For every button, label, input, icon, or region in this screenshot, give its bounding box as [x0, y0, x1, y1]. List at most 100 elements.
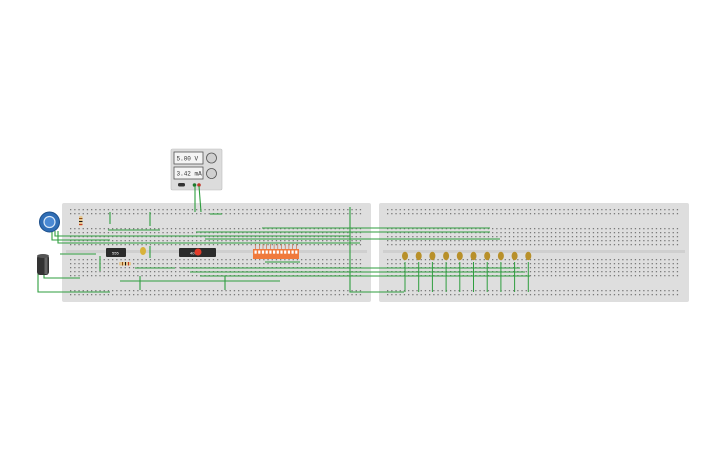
- breadboard-hole[interactable]: [466, 232, 469, 234]
- breadboard-hole[interactable]: [355, 213, 357, 215]
- breadboard-hole[interactable]: [471, 259, 473, 261]
- breadboard-hole[interactable]: [170, 294, 173, 296]
- breadboard-hole[interactable]: [158, 213, 160, 215]
- breadboard-hole[interactable]: [643, 228, 645, 230]
- breadboard-hole[interactable]: [437, 263, 439, 265]
- breadboard-hole[interactable]: [347, 259, 349, 261]
- breadboard-hole[interactable]: [660, 209, 662, 211]
- breadboard-hole[interactable]: [233, 228, 236, 230]
- breadboard-hole[interactable]: [517, 228, 519, 230]
- breadboard-hole[interactable]: [546, 294, 548, 296]
- breadboard-hole[interactable]: [242, 263, 244, 265]
- breadboard-hole[interactable]: [196, 240, 198, 242]
- breadboard-hole[interactable]: [559, 290, 561, 292]
- breadboard-hole[interactable]: [496, 236, 498, 238]
- breadboard-hole[interactable]: [504, 240, 506, 242]
- breadboard-hole[interactable]: [82, 294, 84, 296]
- breadboard-hole[interactable]: [204, 244, 206, 246]
- breadboard-hole[interactable]: [338, 209, 341, 211]
- breadboard-hole[interactable]: [538, 213, 540, 215]
- breadboard-hole[interactable]: [555, 209, 557, 211]
- breadboard-hole[interactable]: [128, 294, 131, 296]
- breadboard-hole[interactable]: [618, 267, 620, 269]
- breadboard-hole[interactable]: [534, 263, 536, 265]
- breadboard-hole[interactable]: [116, 275, 118, 277]
- breadboard-hole[interactable]: [538, 271, 540, 273]
- breadboard-hole[interactable]: [271, 232, 273, 234]
- breadboard-hole[interactable]: [517, 294, 519, 296]
- breadboard-hole[interactable]: [517, 244, 519, 246]
- breadboard-hole[interactable]: [643, 263, 645, 265]
- breadboard-hole[interactable]: [107, 240, 110, 242]
- breadboard-hole[interactable]: [479, 236, 481, 238]
- breadboard-hole[interactable]: [112, 290, 114, 292]
- breadboard-hole[interactable]: [622, 244, 624, 246]
- breadboard-hole[interactable]: [525, 290, 527, 292]
- breadboard-hole[interactable]: [225, 236, 227, 238]
- breadboard-hole[interactable]: [359, 209, 362, 211]
- breadboard-hole[interactable]: [588, 213, 590, 215]
- breadboard-hole[interactable]: [534, 236, 536, 238]
- breadboard-hole[interactable]: [584, 209, 586, 211]
- breadboard-hole[interactable]: [347, 263, 349, 265]
- breadboard-hole[interactable]: [454, 236, 456, 238]
- breadboard-hole[interactable]: [517, 263, 519, 265]
- breadboard-hole[interactable]: [221, 209, 223, 211]
- breadboard-hole[interactable]: [154, 259, 156, 261]
- breadboard-hole[interactable]: [200, 263, 202, 265]
- breadboard-hole[interactable]: [634, 240, 637, 242]
- breadboard-hole[interactable]: [284, 263, 286, 265]
- breadboard-hole[interactable]: [676, 294, 679, 296]
- breadboard-hole[interactable]: [639, 259, 641, 261]
- breadboard-hole[interactable]: [567, 232, 569, 234]
- breadboard-hole[interactable]: [112, 240, 114, 242]
- breadboard-hole[interactable]: [559, 209, 561, 211]
- breadboard-hole[interactable]: [124, 228, 126, 230]
- breadboard-hole[interactable]: [408, 236, 410, 238]
- breadboard-hole[interactable]: [78, 209, 80, 211]
- breadboard-hole[interactable]: [550, 263, 553, 265]
- breadboard-hole[interactable]: [601, 240, 603, 242]
- breadboard-hole[interactable]: [359, 240, 362, 242]
- breadboard-hole[interactable]: [250, 232, 252, 234]
- breadboard-hole[interactable]: [359, 259, 362, 261]
- breadboard-hole[interactable]: [429, 228, 431, 230]
- breadboard-hole[interactable]: [280, 263, 282, 265]
- breadboard-hole[interactable]: [546, 228, 548, 230]
- breadboard-hole[interactable]: [112, 294, 114, 296]
- breadboard-hole[interactable]: [149, 271, 152, 273]
- breadboard-hole[interactable]: [676, 263, 679, 265]
- breadboard-hole[interactable]: [513, 290, 515, 292]
- breadboard-hole[interactable]: [263, 228, 265, 230]
- breadboard-hole[interactable]: [626, 259, 628, 261]
- breadboard-hole[interactable]: [145, 232, 147, 234]
- breadboard-hole[interactable]: [116, 271, 118, 273]
- breadboard-hole[interactable]: [613, 263, 616, 265]
- breadboard-hole[interactable]: [246, 209, 248, 211]
- breadboard-hole[interactable]: [296, 294, 299, 296]
- breadboard-hole[interactable]: [567, 209, 569, 211]
- breadboard-hole[interactable]: [187, 290, 189, 292]
- breadboard-hole[interactable]: [580, 236, 582, 238]
- breadboard-hole[interactable]: [86, 267, 89, 269]
- breadboard-hole[interactable]: [496, 213, 498, 215]
- breadboard-hole[interactable]: [403, 244, 406, 246]
- dip-switch-icon[interactable]: [253, 244, 299, 259]
- breadboard-hole[interactable]: [334, 259, 336, 261]
- breadboard-hole[interactable]: [187, 263, 189, 265]
- breadboard-hole[interactable]: [301, 232, 303, 234]
- breadboard-hole[interactable]: [450, 209, 452, 211]
- breadboard-hole[interactable]: [343, 213, 345, 215]
- breadboard-hole[interactable]: [500, 294, 502, 296]
- breadboard-hole[interactable]: [229, 240, 231, 242]
- breadboard-hole[interactable]: [462, 290, 464, 292]
- breadboard-hole[interactable]: [212, 259, 215, 261]
- breadboard-hole[interactable]: [454, 209, 456, 211]
- breadboard-hole[interactable]: [208, 228, 210, 230]
- breadboard-hole[interactable]: [618, 275, 620, 277]
- breadboard-hole[interactable]: [601, 213, 603, 215]
- breadboard-hole[interactable]: [399, 213, 401, 215]
- breadboard-hole[interactable]: [158, 290, 160, 292]
- breadboard-hole[interactable]: [280, 259, 282, 261]
- breadboard-hole[interactable]: [584, 271, 586, 273]
